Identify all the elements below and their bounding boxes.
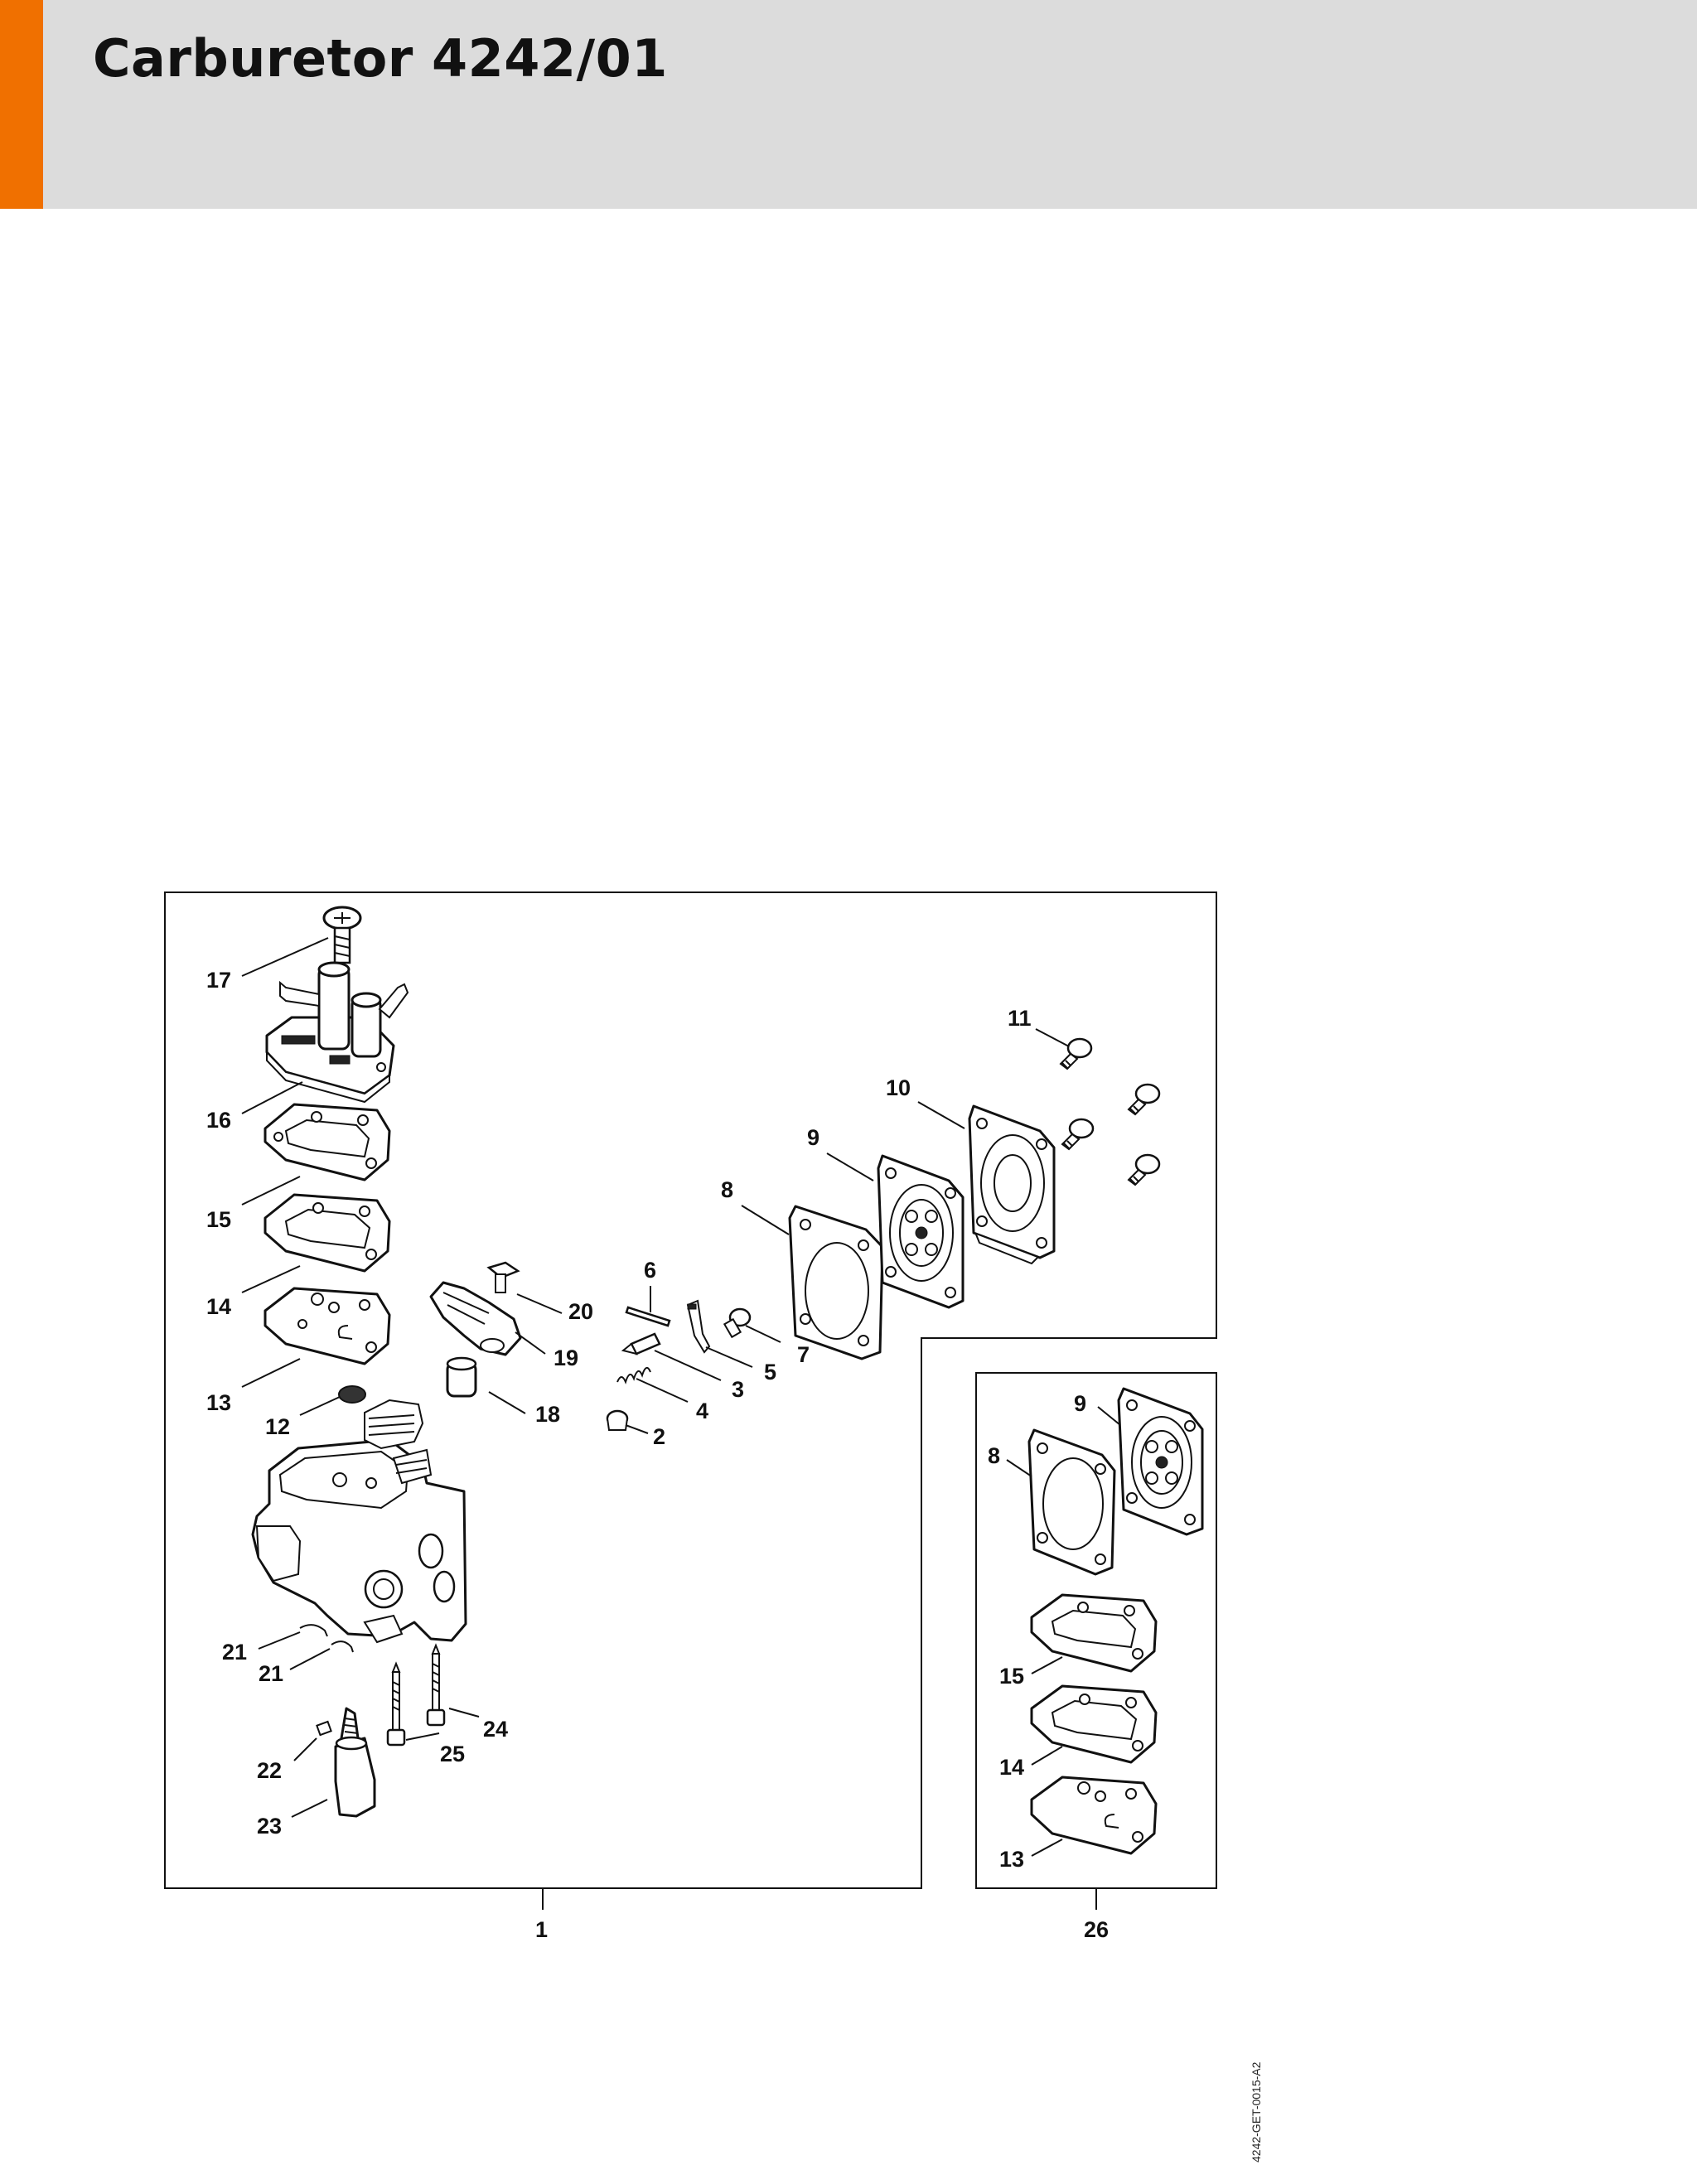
part-pin-22 bbox=[316, 1720, 332, 1737]
part-adjusting-screw-24 bbox=[426, 1643, 446, 1727]
part-gasket-15 bbox=[263, 1103, 391, 1181]
kit-diaphragm-9 bbox=[1117, 1387, 1204, 1536]
callout-17: 17 bbox=[206, 968, 231, 993]
callout-1: 1 bbox=[535, 1917, 548, 1942]
part-screw-23 bbox=[334, 1707, 376, 1818]
part-diaphragm-9 bbox=[877, 1154, 965, 1309]
part-adjusting-screw-25 bbox=[386, 1661, 406, 1747]
callout-2: 2 bbox=[653, 1424, 665, 1449]
header-accent-stripe bbox=[0, 0, 43, 209]
kit-gasket-15 bbox=[1030, 1593, 1158, 1673]
callout-22: 22 bbox=[257, 1758, 282, 1783]
part-shaft-6 bbox=[625, 1306, 671, 1327]
callout-16: 16 bbox=[206, 1108, 231, 1133]
part-needle-3 bbox=[621, 1332, 661, 1355]
part-screw-11a bbox=[1059, 1037, 1093, 1070]
part-screw-17 bbox=[322, 906, 362, 964]
callout-24: 24 bbox=[483, 1717, 508, 1742]
part-cylinder-18 bbox=[446, 1356, 477, 1398]
callout-12: 12 bbox=[265, 1414, 290, 1439]
kit-gasket-14 bbox=[1030, 1684, 1158, 1764]
part-screw-7 bbox=[723, 1307, 752, 1339]
callout-13: 13 bbox=[206, 1390, 231, 1415]
kit-callout-8: 8 bbox=[988, 1443, 1000, 1468]
part-gasket-13 bbox=[263, 1287, 391, 1365]
callout-15: 15 bbox=[206, 1207, 231, 1232]
part-gasket-14 bbox=[263, 1193, 391, 1273]
part-carburetor-body bbox=[251, 1399, 467, 1644]
callout-6: 6 bbox=[644, 1258, 656, 1283]
callout-4: 4 bbox=[696, 1399, 708, 1423]
callout-26: 26 bbox=[1084, 1917, 1109, 1942]
kit-callout-14: 14 bbox=[999, 1755, 1024, 1780]
callout-10: 10 bbox=[886, 1075, 911, 1100]
part-plug-2 bbox=[606, 1409, 629, 1431]
callout-14: 14 bbox=[206, 1294, 231, 1319]
main-assembly-frame bbox=[164, 891, 1217, 1889]
callout-25: 25 bbox=[440, 1742, 465, 1766]
callout-11: 11 bbox=[1008, 1006, 1032, 1031]
kit-gasket-13 bbox=[1030, 1776, 1158, 1855]
part-bracket-5 bbox=[686, 1299, 711, 1354]
part-clip-21b bbox=[331, 1640, 354, 1653]
callout-21b: 21 bbox=[259, 1661, 283, 1686]
page-title: Carburetor 4242/01 bbox=[93, 28, 668, 89]
part-lever-19 bbox=[429, 1281, 522, 1356]
part-screen-12 bbox=[338, 1385, 366, 1404]
callout-8: 8 bbox=[721, 1177, 733, 1202]
callout-21a: 21 bbox=[222, 1640, 247, 1665]
part-pump-cover-16 bbox=[265, 961, 409, 1104]
callout-20: 20 bbox=[568, 1299, 593, 1324]
part-cover-10 bbox=[968, 1104, 1056, 1265]
callout-5: 5 bbox=[764, 1360, 776, 1384]
kit-callout-9: 9 bbox=[1074, 1391, 1086, 1416]
part-screw-11b bbox=[1127, 1083, 1161, 1116]
callout-19: 19 bbox=[554, 1346, 578, 1370]
part-screw-20 bbox=[486, 1261, 520, 1293]
figure-code: 4242-GET-0015-A2 bbox=[1250, 2061, 1263, 2162]
part-screw-11d bbox=[1127, 1153, 1161, 1186]
callout-7: 7 bbox=[797, 1342, 810, 1367]
part-spring-4 bbox=[616, 1366, 651, 1384]
kit-gasket-8 bbox=[1027, 1428, 1116, 1576]
part-screw-11c bbox=[1061, 1118, 1095, 1151]
callout-3: 3 bbox=[732, 1377, 744, 1402]
part-gasket-8 bbox=[788, 1205, 884, 1360]
callout-9: 9 bbox=[807, 1125, 819, 1150]
header-bar: Carburetor 4242/01 bbox=[0, 0, 1697, 209]
callout-23: 23 bbox=[257, 1814, 282, 1839]
leader-lines bbox=[241, 937, 1121, 1857]
part-clip-21a bbox=[299, 1624, 328, 1637]
callout-18: 18 bbox=[535, 1402, 560, 1427]
kit-callout-15: 15 bbox=[999, 1664, 1024, 1689]
kit-callout-13: 13 bbox=[999, 1847, 1024, 1872]
